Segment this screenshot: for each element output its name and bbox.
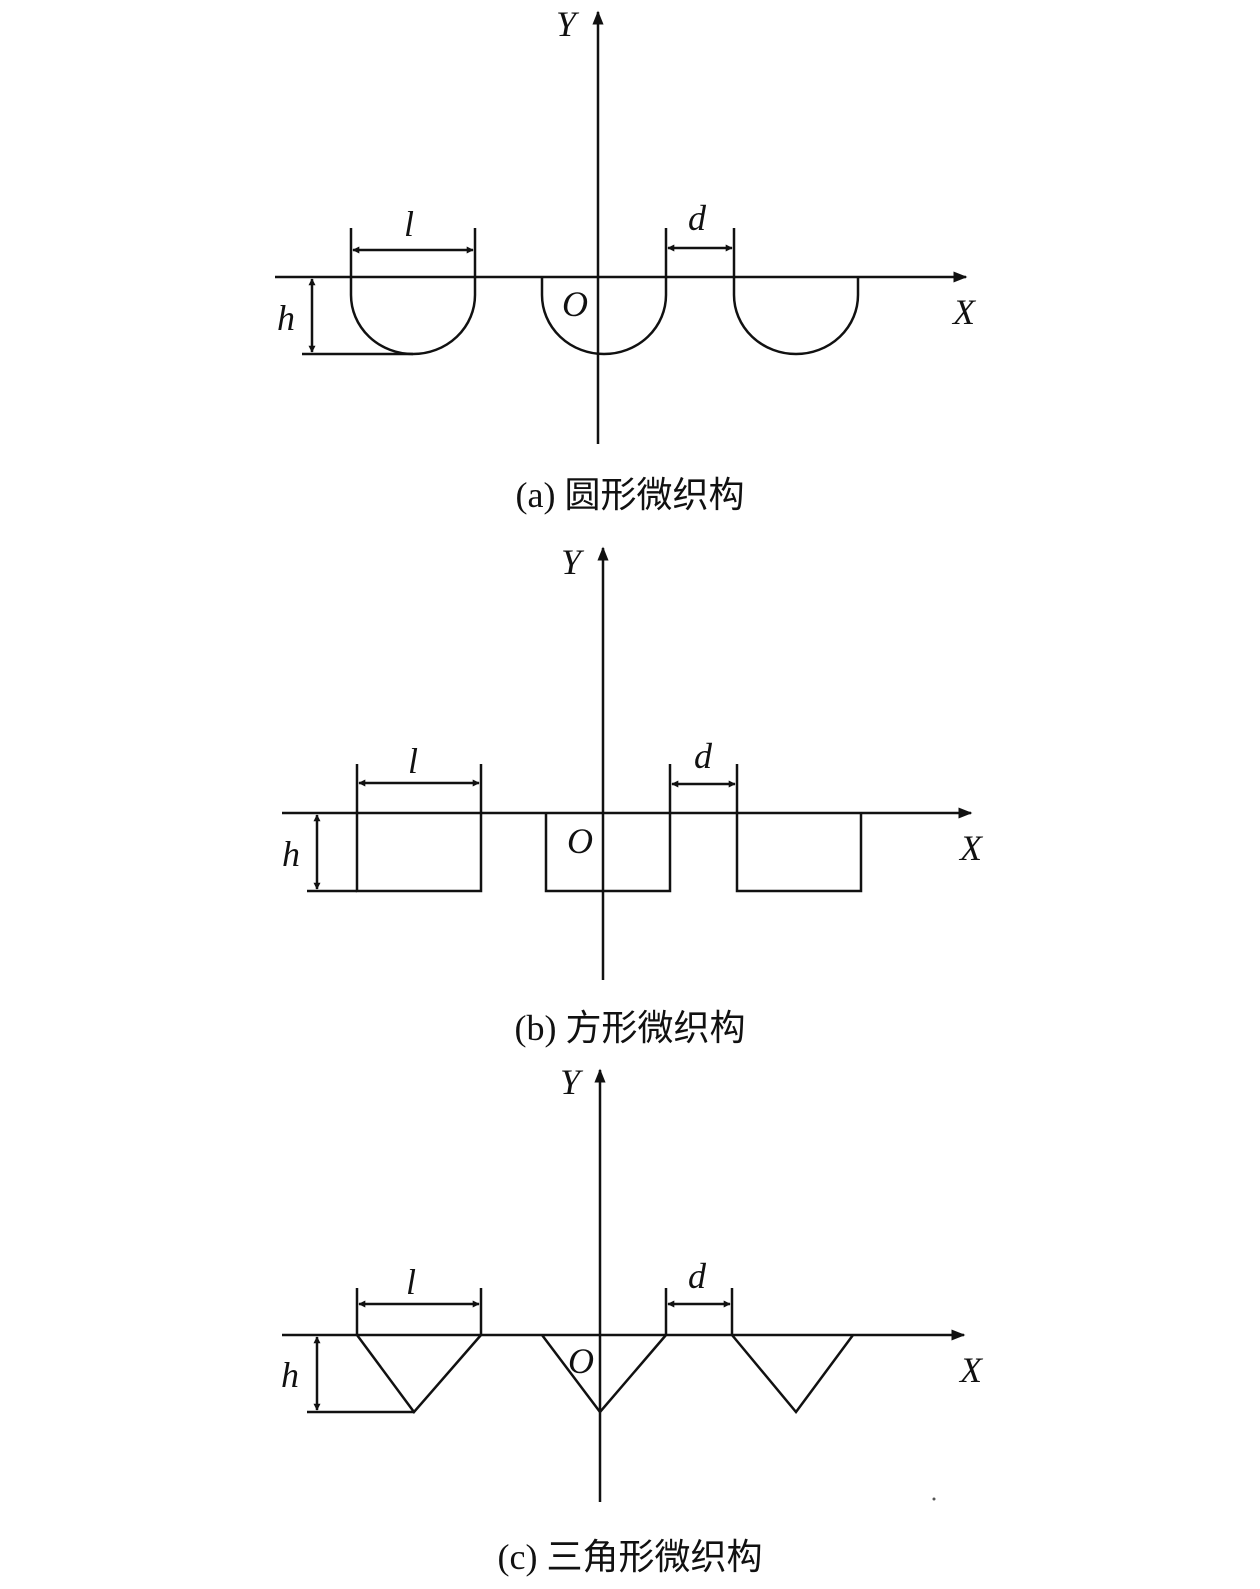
panel-b-h-label: h bbox=[282, 834, 300, 874]
panel-a-h-label: h bbox=[277, 298, 295, 338]
panel-a-groove-left bbox=[349, 277, 477, 356]
panel-c-origin-label: O bbox=[568, 1341, 594, 1381]
panel-b-groove-left bbox=[355, 813, 483, 893]
panel-a-origin-label: O bbox=[562, 284, 588, 324]
panel-b-square bbox=[282, 546, 973, 980]
panel-c-h-label: h bbox=[281, 1355, 299, 1395]
panel-a-l-label: l bbox=[404, 204, 414, 244]
panel-c-l-label: l bbox=[406, 1262, 416, 1302]
panel-c-x-label: X bbox=[958, 1350, 984, 1390]
panel-b-origin-label: O bbox=[567, 821, 593, 861]
stray-dot bbox=[932, 1497, 936, 1501]
panel-a-d-label: d bbox=[688, 198, 707, 238]
panel-b-groove-right bbox=[735, 813, 863, 893]
panel-a-circular bbox=[275, 10, 968, 444]
panel-a-caption: (a) 圆形微织构 bbox=[515, 475, 745, 515]
panel-b-caption: (b) 方形微织构 bbox=[514, 1008, 746, 1048]
panel-c-y-label: Y bbox=[560, 1062, 584, 1102]
panel-c-groove-center bbox=[541, 1334, 667, 1414]
panel-b-y-label: Y bbox=[561, 542, 585, 582]
panel-a-groove-center bbox=[540, 277, 668, 356]
panel-c-groove-right bbox=[731, 1334, 855, 1415]
panel-c-groove-left bbox=[355, 1334, 482, 1414]
panel-b-x-label: X bbox=[958, 828, 984, 868]
panel-a-groove-right bbox=[732, 277, 860, 356]
panel-a-x-label: X bbox=[951, 292, 977, 332]
panel-a-y-label: Y bbox=[556, 4, 580, 44]
panel-b-groove-center bbox=[544, 813, 672, 893]
panel-b-l-label: l bbox=[408, 741, 418, 781]
panel-c-triangular bbox=[282, 1068, 966, 1502]
panel-b-d-label: d bbox=[694, 736, 713, 776]
panel-c-caption: (c) 三角形微织构 bbox=[497, 1537, 763, 1577]
panel-c-d-label: d bbox=[688, 1256, 707, 1296]
